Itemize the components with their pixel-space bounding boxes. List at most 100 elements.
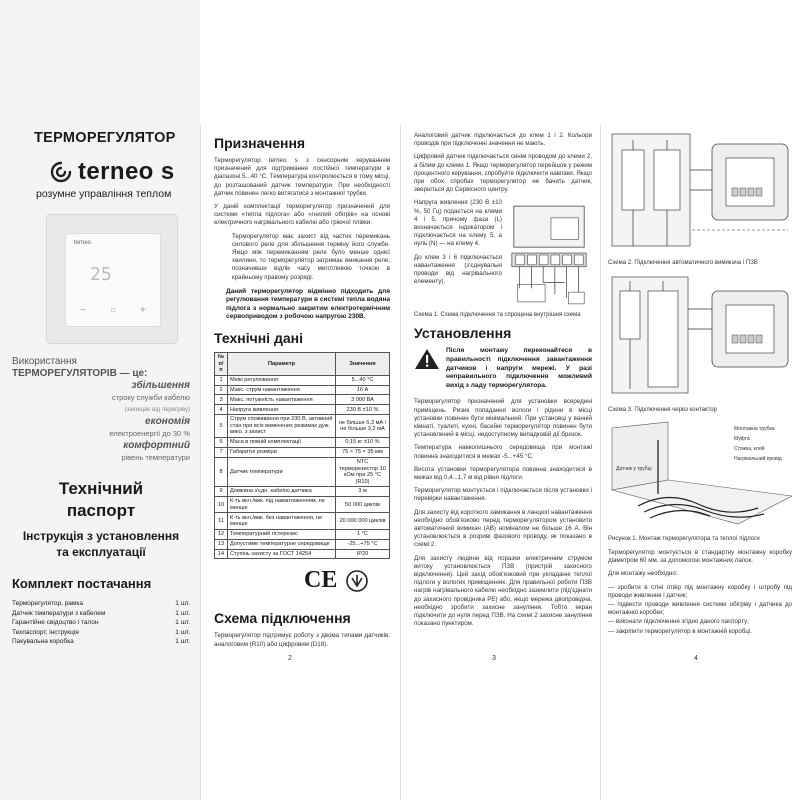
thermostat-face: terneo 25 − ○ + (65, 233, 161, 327)
brand-name: terneo s (78, 158, 175, 185)
mounting-list-item: — виконати підключення згідно даного пас… (608, 618, 749, 626)
specs-cell-param: Напруга живлення (227, 404, 336, 416)
kit-item: Датчик температури з кабелем (12, 609, 106, 617)
install-heading: Установлення (414, 325, 512, 342)
warning-text: Після монтажу переконайтеся в правильнос… (446, 347, 592, 389)
specs-cell-value: 230 В ±10 % (335, 404, 390, 416)
kit-item: Гарантійне свідоцтво і талон (12, 619, 99, 626)
page-divider (200, 125, 201, 800)
specs-cell-value: NTC терморезистор 10 кОм при 25 °С (R10) (335, 456, 390, 488)
brand-logo: terneo s (50, 158, 190, 186)
kit-qty: 1 шт. (175, 638, 190, 645)
specs-cell-value: 3 000 ВА (335, 394, 390, 406)
benefit-1-note: (захищає від перегріву) (124, 407, 190, 413)
specs-cell-param: Межі регулювання (227, 374, 336, 386)
menu-icon: ○ (110, 305, 117, 316)
certification-marks: CE (304, 567, 390, 594)
specs-cell-no: 6 (214, 437, 228, 448)
plus-icon: + (140, 305, 146, 316)
specs-cell-no: 1 (214, 374, 228, 386)
specs-cell-value: 75 × 75 × 35 мм (335, 446, 390, 458)
device-brand: terneo (74, 240, 92, 246)
specs-cell-no: 7 (214, 446, 228, 458)
specs-cell-value: 16 А (335, 384, 390, 396)
swirl-logo-icon (50, 161, 72, 183)
mounting-list-item: — підвести проводи живлення системи обіг… (608, 601, 792, 617)
specs-cell-param: Допустиме температурне середовище (227, 538, 336, 550)
install-paragraph-3: Висота установки терморегулятора повинна… (414, 465, 592, 482)
specs-col-param: Параметр (227, 351, 336, 376)
thermostat-image: terneo 25 − ○ + (46, 214, 178, 344)
benefit-2-title: економія (145, 416, 190, 427)
wiring-diagram-2 (611, 133, 789, 247)
wiring-text: Напруга живлення (230 В ±10 %, 50 Гц) по… (414, 199, 502, 311)
figure-label-screed: Стяжка, клей (734, 445, 765, 452)
figure-2-caption: Схема 2. Підключення автоматичного вимик… (608, 260, 758, 266)
purpose-bold-note: Даний терморегулятор відмінно підходить … (226, 287, 390, 321)
install-paragraph-5: Для захисту від короткого замикання в ла… (414, 508, 592, 549)
wiring-diagram-3 (611, 276, 789, 394)
cover-title: ТЕРМОРЕГУЛЯТОР (34, 130, 176, 146)
kit-qty: 1 шт. (175, 619, 190, 626)
analog-sensor-text: Аналоговий датчик підключається до клем … (414, 132, 592, 148)
mounting-list-item: — зробити в стіні отвір під монтажну кор… (608, 583, 792, 599)
figure-4-caption: Рисунок 1. Монтаж терморегулятора та теп… (608, 536, 760, 542)
kit-row: Гарантійне свідоцтво і талон 1 шт. (12, 618, 190, 628)
minus-icon: − (80, 305, 86, 316)
figure-label-tube: Монтажна трубка (734, 426, 775, 432)
specs-header-row: № п/п Параметр Значення (214, 351, 390, 376)
specs-cell-value: 20 000 000 циклів (335, 512, 390, 530)
specs-cell-param: Довжина з'єдн. кабелю датчика (227, 486, 336, 498)
specs-cell-no: 10 (214, 496, 228, 514)
doc-title-line-1: Технічний (58, 479, 144, 498)
warning-icon (415, 349, 439, 370)
usage-benefits: Використання ТЕРМОРЕГУЛЯТОРІВ — це: збіл… (12, 356, 190, 464)
specs-cell-param: К-ть вкл./вик. під навантаженням, не мен… (227, 496, 336, 514)
device-display: 25 (90, 264, 112, 285)
wiring-diagram-1 (511, 206, 587, 305)
specs-cell-param: Струм споживання при 230 В, активний ста… (227, 414, 336, 439)
specs-cell-value: 1 °С (335, 528, 390, 540)
doc-subtitle: Інструкція з установлення та експлуатаці… (12, 528, 190, 560)
install-paragraph-2: Температура навколишнього середовища при… (414, 444, 592, 460)
purpose-heading: Призначення (214, 135, 306, 151)
specs-cell-value: 5...40 °С (335, 374, 390, 386)
figure-label-coupling: Муфта (734, 436, 750, 442)
specs-cell-no: 9 (214, 486, 228, 498)
specs-cell-param: Макс. потужність навантаження (227, 394, 336, 406)
mounting-list-heading: Для монтажу необхідно: (608, 570, 678, 578)
install-paragraph-1: Терморегулятор призначений для установки… (414, 398, 592, 439)
specs-cell-no: 13 (214, 538, 228, 550)
ukr-conformity-icon (346, 570, 369, 592)
purpose-paragraph-2: У даній комплектації терморегулятор приз… (214, 203, 390, 227)
digital-sensor-text: Цифровий датчик підключається синім пров… (414, 153, 592, 194)
mounting-paragraph: Терморегулятор монтується в стандартну м… (608, 549, 792, 565)
page-number: 2 (288, 655, 292, 662)
doc-title: Технічний паспорт (12, 478, 190, 522)
specs-cell-no: 2 (214, 384, 228, 396)
specs-cell-param: Датчик температури (227, 456, 336, 488)
specs-col-value: Значення (335, 351, 390, 376)
specs-cell-param: К-ть вкл./вик. без навантаження, не менш… (227, 512, 336, 530)
specs-col-no: № п/п (214, 351, 228, 376)
page-1-cover: ТЕРМОРЕГУЛЯТОР terneo s розумне управлін… (0, 0, 200, 800)
specs-cell-no: 5 (214, 414, 228, 439)
kit-item: Терморегулятор, рамка (12, 600, 83, 607)
doc-subtitle-line-1: Інструкція з установлення (22, 529, 180, 543)
benefit-3-title: комфортний (123, 440, 190, 451)
power-text: Напруга живлення (230 В ±10 %, 50 Гц) по… (414, 199, 502, 248)
